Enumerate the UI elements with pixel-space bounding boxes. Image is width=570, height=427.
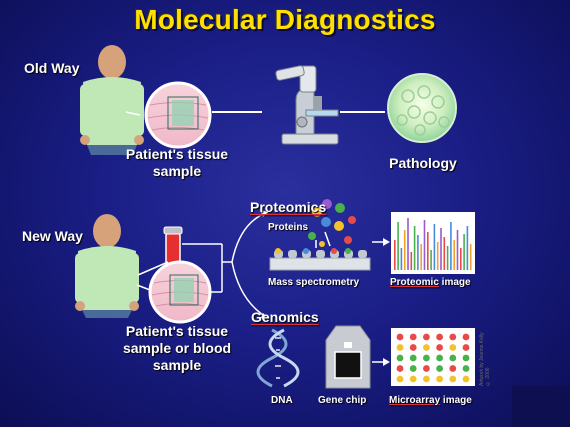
microarray-dot bbox=[423, 375, 430, 383]
old-sample-caption: Patient's tissue sample bbox=[125, 146, 229, 179]
pathology-icon bbox=[387, 73, 457, 143]
mass-spec-plate-icon bbox=[269, 248, 371, 271]
spectrum-bar bbox=[417, 235, 419, 270]
spectrum-bar bbox=[427, 232, 429, 270]
microarray-dot bbox=[396, 375, 404, 383]
microarray-dot bbox=[449, 344, 457, 351]
protein-dots-icon bbox=[308, 199, 356, 248]
microarray-rest: image bbox=[440, 395, 472, 406]
microscope-icon bbox=[275, 65, 339, 145]
proteomic-word: Proteomic bbox=[390, 277, 439, 288]
microarray-dot bbox=[462, 365, 470, 372]
spectrum-bar bbox=[430, 250, 432, 270]
arrowhead-proteomic-image bbox=[383, 238, 390, 246]
slide-title: Molecular Diagnostics bbox=[134, 4, 436, 35]
microarray-dot bbox=[436, 375, 443, 383]
patient-old-icon bbox=[80, 45, 144, 155]
dna-label: DNA bbox=[271, 395, 293, 406]
microarray-dot bbox=[462, 344, 470, 351]
microarray-dot bbox=[409, 375, 417, 383]
spectrum-bar bbox=[440, 228, 442, 270]
spectrum-bar bbox=[469, 244, 472, 270]
microarray-dot bbox=[449, 365, 457, 372]
tissue-sample-new-icon bbox=[136, 260, 212, 324]
proteomics-header: Proteomics bbox=[250, 199, 327, 215]
proteomic-image-icon bbox=[391, 212, 475, 274]
gene-chip-label: Gene chip bbox=[318, 395, 367, 406]
spectrum-bar bbox=[450, 222, 452, 270]
spectrum-bar bbox=[423, 220, 426, 270]
proteomic-rest: image bbox=[438, 277, 471, 288]
spectrum-bar bbox=[420, 244, 422, 270]
spectrum-bar bbox=[410, 252, 413, 270]
microarray-dot bbox=[462, 375, 470, 383]
microarray-dot bbox=[423, 354, 430, 362]
microarray-dot bbox=[409, 344, 417, 351]
spectrum-bar bbox=[397, 222, 399, 270]
arrowhead-genomics bbox=[260, 313, 268, 320]
spectrum-bar bbox=[394, 240, 396, 270]
microarray-dot bbox=[462, 354, 470, 362]
spectrum-bar bbox=[453, 240, 455, 270]
microarray-dot bbox=[396, 333, 404, 341]
spectrum-bar bbox=[463, 234, 465, 270]
arrowhead-microarray bbox=[383, 358, 390, 366]
new-way-label: New Way bbox=[22, 228, 83, 244]
spectrum-bar bbox=[446, 246, 449, 270]
microarray-word: Microarray bbox=[389, 395, 441, 406]
spectrum-bar bbox=[400, 248, 403, 270]
spectrum-bar bbox=[436, 242, 439, 270]
microarray-dot bbox=[409, 333, 417, 341]
artwork-credit: Artwork by Jeanne Kelly © 2006 bbox=[479, 332, 491, 386]
microarray-dot bbox=[436, 333, 443, 341]
dna-helix-icon bbox=[256, 328, 300, 388]
microarray-dot bbox=[409, 354, 417, 362]
patient-new-icon bbox=[75, 214, 139, 318]
spectrum-bar bbox=[407, 218, 409, 270]
spectrum-bar bbox=[466, 226, 469, 270]
microarray-dot bbox=[396, 354, 404, 362]
proteomic-image-label: Proteomic image bbox=[390, 277, 471, 288]
microarray-dot bbox=[449, 333, 457, 341]
tissue-sample-old-icon bbox=[125, 81, 212, 149]
arrowhead-proteomics bbox=[260, 210, 268, 217]
proteins-label: Proteins bbox=[268, 222, 309, 233]
microarray-dot bbox=[449, 354, 457, 362]
microarray-dot bbox=[436, 365, 443, 372]
microarray-dot bbox=[436, 354, 443, 362]
microarray-dot bbox=[409, 365, 417, 372]
corner-block bbox=[512, 386, 570, 427]
microarray-dot bbox=[436, 344, 443, 351]
spectrum-bar bbox=[413, 226, 416, 270]
new-sample-caption: Patient's tissue sample or blood sample bbox=[122, 323, 232, 373]
microarray-dot bbox=[396, 344, 404, 351]
spectrum-bar bbox=[403, 230, 406, 270]
microarray-dot bbox=[423, 333, 430, 341]
mass-spec-label: Mass spectrometry bbox=[268, 277, 360, 288]
blood-tube-icon bbox=[137, 226, 183, 276]
microarray-dot bbox=[462, 333, 470, 341]
old-way-label: Old Way bbox=[24, 60, 80, 76]
microarray-image-icon bbox=[391, 328, 475, 386]
microarray-dot bbox=[396, 365, 404, 372]
spectrum-bar bbox=[456, 230, 459, 270]
spectrum-bar bbox=[433, 224, 436, 270]
spectrum-bar bbox=[460, 248, 462, 270]
microarray-dot bbox=[449, 375, 457, 383]
pathology-caption: Pathology bbox=[389, 155, 457, 171]
gene-chip-icon bbox=[325, 325, 371, 389]
microarray-dot bbox=[423, 344, 430, 351]
microarray-image-label: Microarray image bbox=[389, 395, 472, 406]
microarray-dot bbox=[423, 365, 430, 372]
genomics-header: Genomics bbox=[251, 309, 319, 325]
spectrum-bar bbox=[443, 237, 446, 270]
